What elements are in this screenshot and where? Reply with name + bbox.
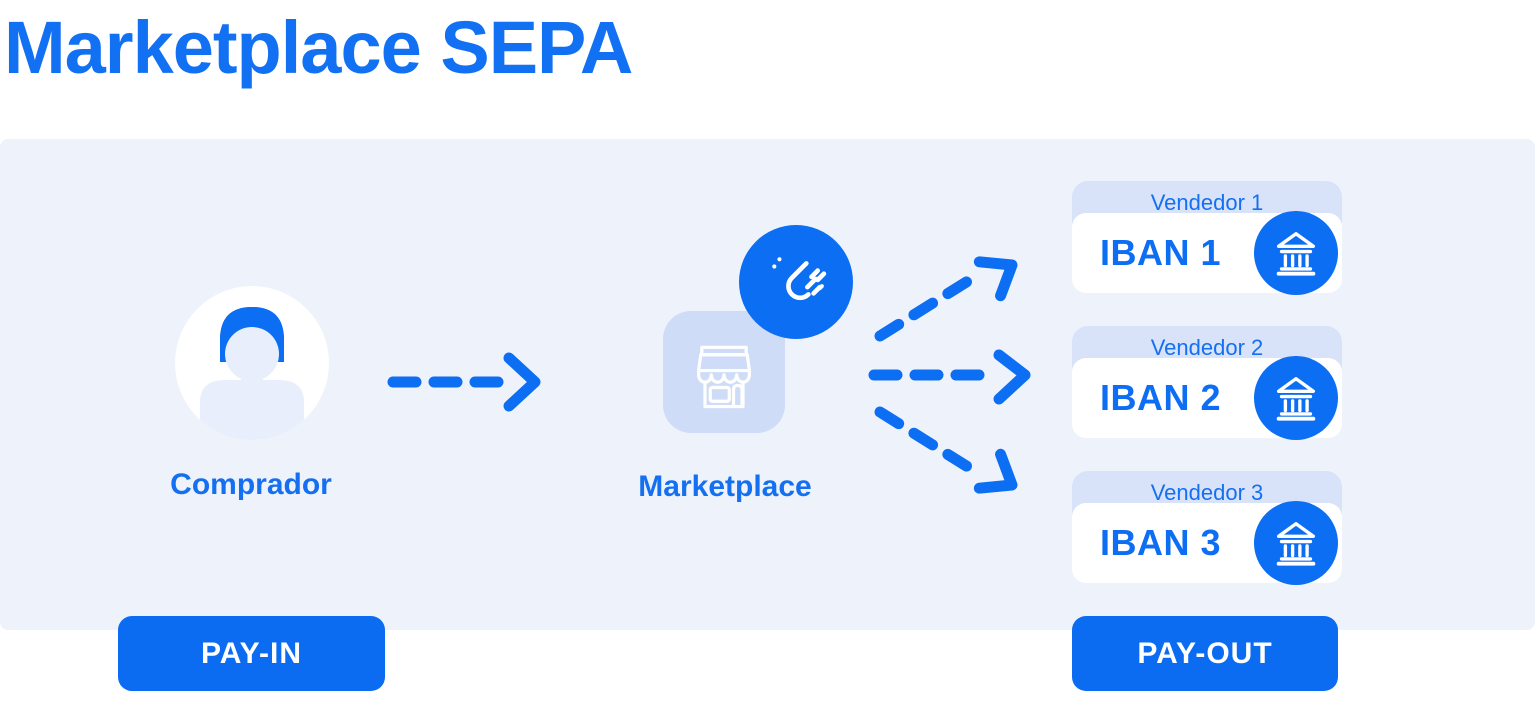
bank-icon — [1276, 522, 1316, 566]
buyer-label: Comprador — [170, 468, 332, 501]
bank-icon — [1276, 232, 1316, 276]
vendor-card-3: Vendedor 3 IBAN 3 — [1072, 471, 1342, 589]
iban-label: IBAN 1 — [1100, 232, 1222, 273]
iban-label: IBAN 2 — [1100, 377, 1222, 418]
bank-badge — [1254, 356, 1338, 440]
vendor-name: Vendedor 1 — [1150, 190, 1264, 215]
page-title: Marketplace SEPA — [4, 6, 633, 89]
iban-label: IBAN 3 — [1100, 522, 1222, 563]
marketplace-to-vendors-arrows — [868, 256, 1031, 494]
buyer-node — [175, 286, 329, 440]
vendor-iban-card: IBAN 2 — [1072, 356, 1342, 440]
bank-icon — [1276, 377, 1316, 421]
marketplace-label: Marketplace — [638, 470, 812, 503]
vendor-name: Vendedor 3 — [1150, 480, 1264, 505]
vendor-name: Vendedor 2 — [1150, 335, 1264, 360]
pay-in-button[interactable]: PAY-IN — [118, 616, 385, 691]
vendor-iban-card: IBAN 3 — [1072, 501, 1342, 585]
vendor-card-1: Vendedor 1 IBAN 1 — [1072, 181, 1342, 299]
vendor-card-2: Vendedor 2 IBAN 2 — [1072, 326, 1342, 444]
bank-badge — [1254, 211, 1338, 295]
comet-logo-badge — [739, 225, 853, 339]
user-avatar-icon — [175, 286, 329, 440]
bank-badge — [1254, 501, 1338, 585]
marketplace-node — [663, 311, 785, 433]
comet-logo-icon — [772, 257, 827, 301]
pay-out-button[interactable]: PAY-OUT — [1072, 616, 1338, 691]
storefront-icon — [697, 345, 751, 409]
buyer-to-marketplace-arrow — [387, 352, 541, 412]
vendor-iban-card: IBAN 1 — [1072, 211, 1342, 295]
